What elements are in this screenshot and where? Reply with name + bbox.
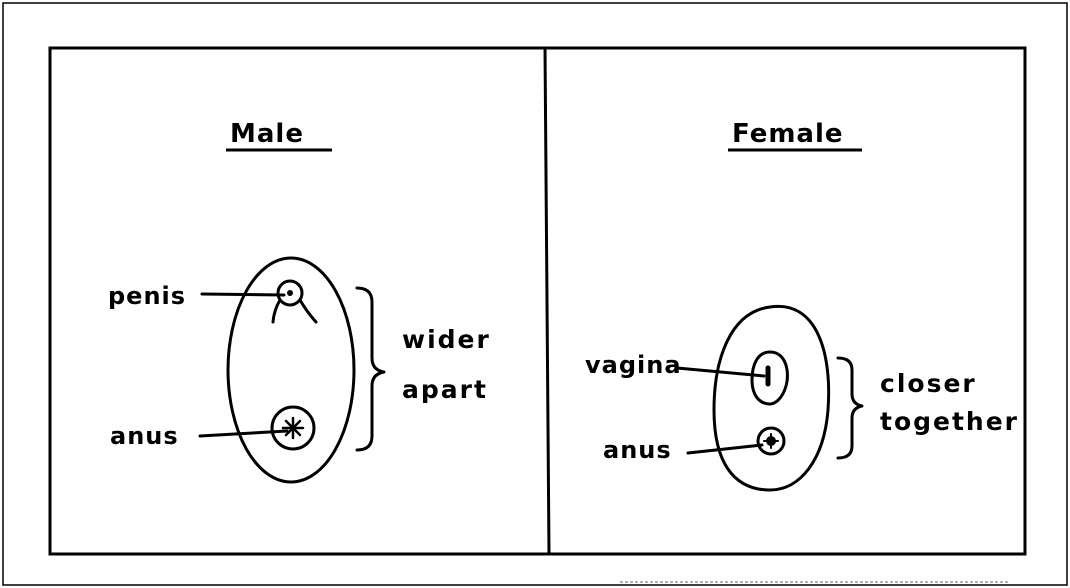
male-brace [357,288,384,450]
panel-divider [545,48,549,554]
female-vagina-pointer [677,368,764,376]
male-note-line2: apart [402,375,488,404]
female-note-line2: together [880,407,1019,436]
male-penis-pointer [202,294,284,295]
male-anus-label: anus [110,422,179,450]
female-brace [838,358,862,458]
female-vagina-opening [752,352,787,404]
female-vagina-label: vagina [585,351,682,379]
male-penis-label: penis [108,282,186,310]
female-anus [758,428,784,454]
diagram-frame [50,48,1025,554]
male-title: Male [230,119,304,149]
male-anus [272,407,314,449]
female-body-outline [714,306,829,490]
female-anus-label: anus [603,436,672,464]
male-panel: Male penis anus wider [108,119,491,482]
female-note-line1: closer [880,369,977,398]
male-note-line1: wider [402,325,491,354]
male-penis-opening [273,281,316,322]
female-anus-pointer [688,445,762,453]
female-panel: Female vagina anus closer together [585,119,1019,490]
female-title: Female [732,119,844,149]
